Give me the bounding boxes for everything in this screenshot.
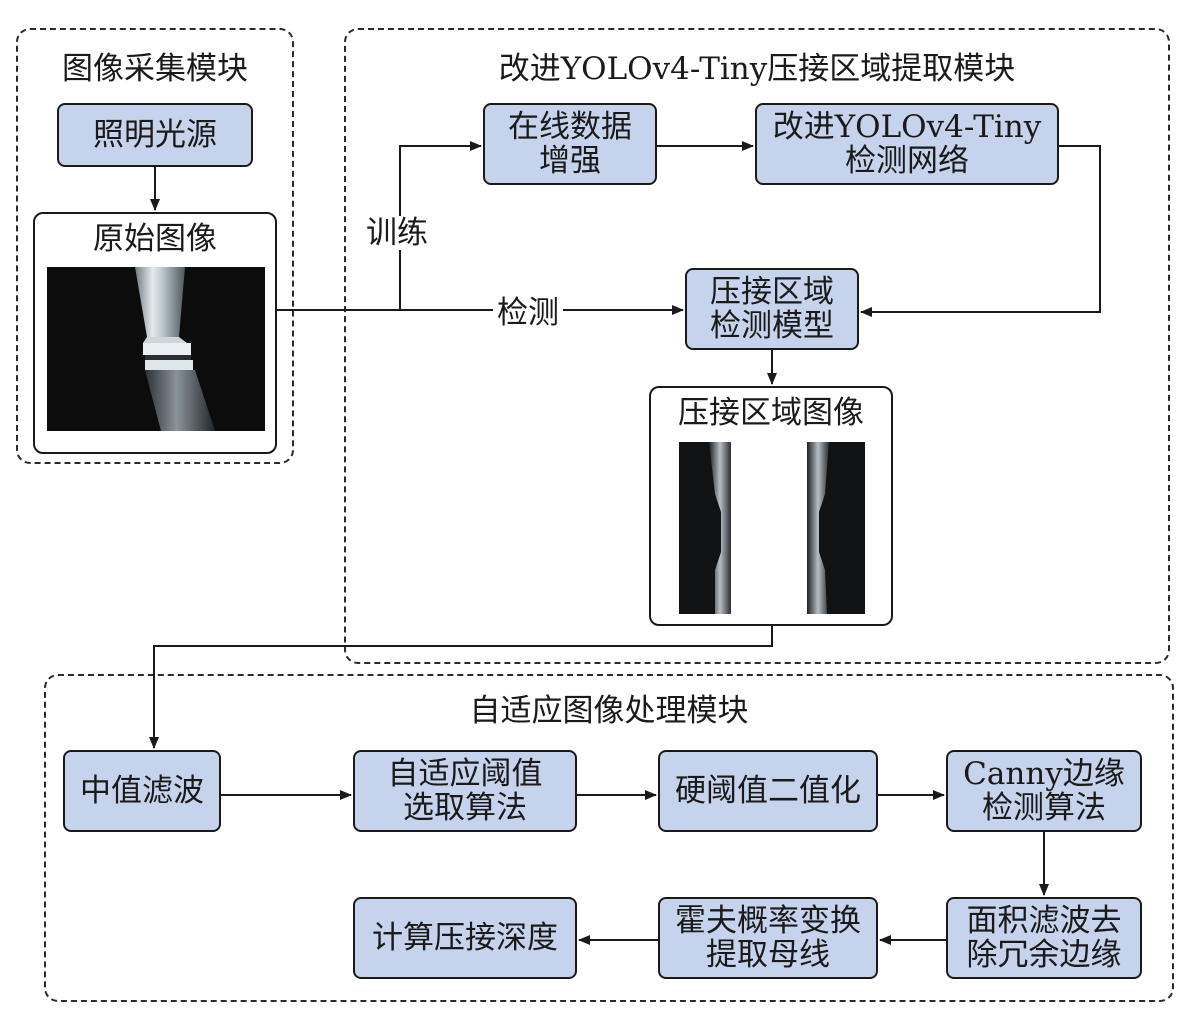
crimp-region-image-title: 压接区域图像 [678,395,864,431]
original-image-title: 原始图像 [93,221,217,257]
train-edge-label: 训练 [362,216,432,250]
yolo-extraction-module [344,28,1170,664]
crimp-region-photo [679,442,865,614]
arrow-to-online-augmentation [399,141,482,310]
light-source-node: 照明光源 [57,103,253,167]
online-augmentation-node: 在线数据 增强 [483,103,657,185]
image-acquisition-module [16,28,294,464]
area-filter-node: 面积滤波去 除冗余边缘 [946,897,1142,979]
crimp-tube-illustration [135,267,215,431]
adaptive-processing-module [44,674,1174,1002]
original-image-photo [47,267,265,431]
detection-network-node: 改进YOLOv4-Tiny 检测网络 [755,103,1059,185]
crimp-detection-model-node: 压接区域 检测模型 [685,268,859,350]
hough-transform-node: 霍夫概率变换 提取母线 [658,897,878,979]
crimp-region-image-frame: 压接区域图像 [649,386,893,626]
crimp-depth-node: 计算压接深度 [353,897,577,979]
arrow-crimp-image-to-median [149,626,773,749]
original-image-frame: 原始图像 [33,212,277,454]
yolo-extraction-module-title: 改进YOLOv4-Tiny压接区域提取模块 [498,51,1016,87]
crimp-region-illustration [679,442,865,614]
canny-edge-node: Canny边缘 检测算法 [946,750,1142,832]
image-acquisition-module-title: 图像采集模块 [62,51,248,87]
arrow-network-to-detection-model [860,145,1101,317]
hard-threshold-node: 硬阈值二值化 [658,750,878,832]
adaptive-threshold-node: 自适应阈值 选取算法 [353,750,577,832]
adaptive-processing-module-title: 自适应图像处理模块 [469,693,749,729]
median-filter-node: 中值滤波 [63,750,221,832]
detect-edge-label: 检测 [493,296,563,330]
